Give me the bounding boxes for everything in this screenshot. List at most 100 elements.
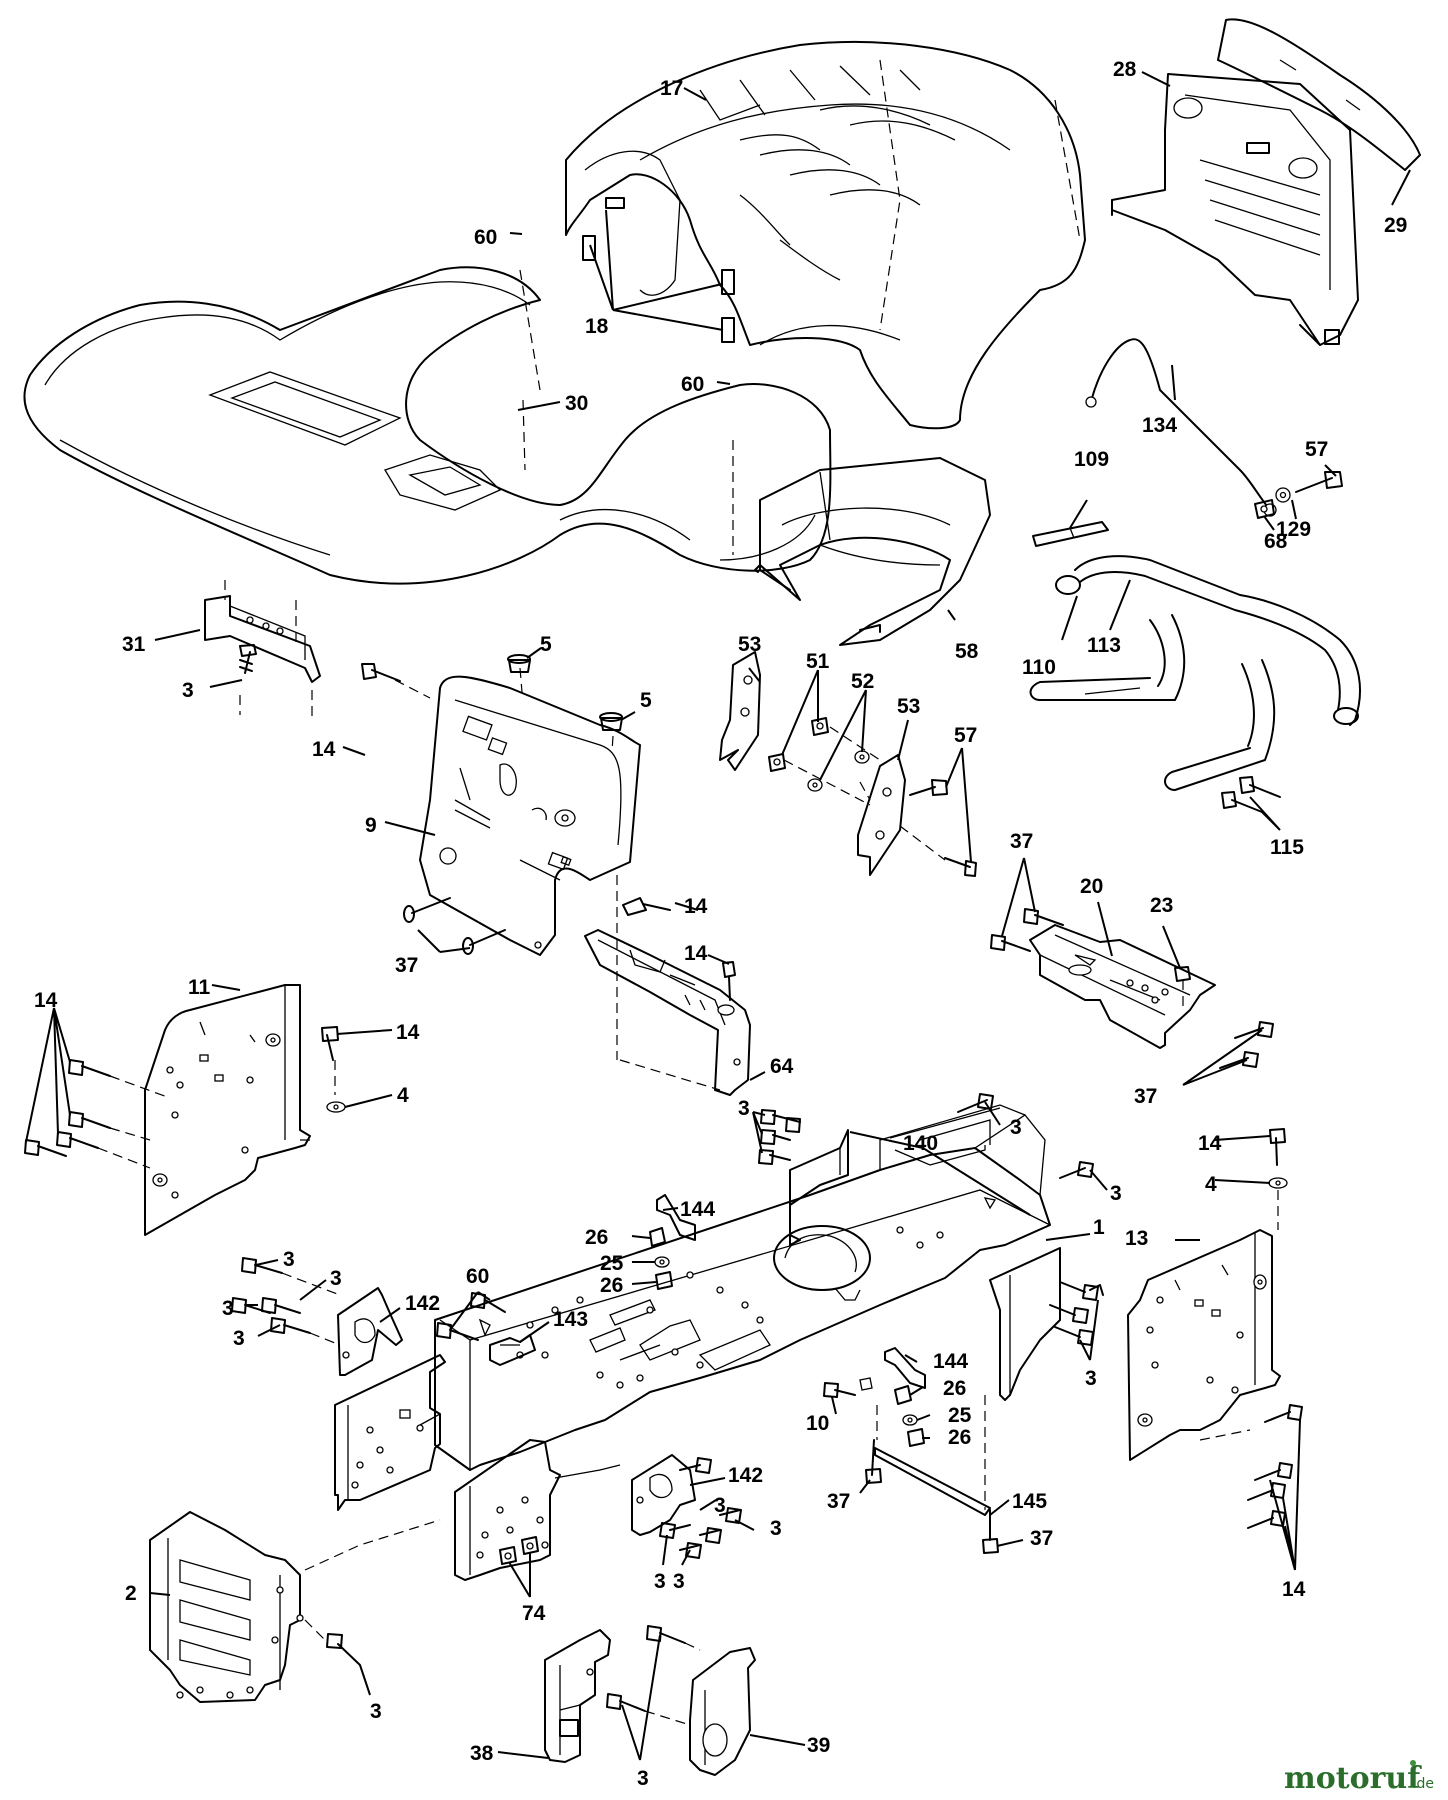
bracket-142-lower-drawing	[631, 1454, 696, 1536]
label-142-upper: 142	[405, 1292, 440, 1315]
label-52: 52	[851, 670, 874, 693]
label-25-a: 25	[600, 1252, 624, 1275]
dash-screws-drawing	[403, 897, 506, 955]
label-14-right-panel: 14	[1198, 1132, 1222, 1155]
label-4-left: 4	[397, 1084, 409, 1107]
label-134: 134	[1142, 414, 1177, 437]
hitch-right-drawing	[689, 1647, 756, 1776]
label-60-bolts: 60	[466, 1265, 489, 1288]
label-110: 110	[1022, 656, 1056, 679]
label-3-frame-right: 3	[1110, 1182, 1122, 1205]
watermark-dot	[1410, 1760, 1416, 1766]
label-37-dash: 37	[395, 954, 418, 977]
label-57-upper: 57	[1305, 438, 1328, 461]
frame-side-plate-drawing	[989, 1247, 1061, 1401]
label-3-e: 3	[714, 1494, 726, 1517]
label-9: 9	[365, 814, 377, 837]
label-14-left-group: 14	[34, 989, 58, 1012]
mount-plate-drawing	[1029, 924, 1216, 1049]
dash-support-drawing	[584, 875, 751, 1096]
fender-drawing	[23, 266, 832, 585]
label-3-g: 3	[654, 1570, 666, 1593]
label-58: 58	[955, 640, 979, 663]
label-74: 74	[522, 1602, 546, 1625]
label-23: 23	[1150, 894, 1173, 917]
label-145: 145	[1012, 1490, 1047, 1513]
label-26-c: 26	[943, 1377, 966, 1400]
label-109: 109	[1074, 448, 1109, 471]
frame-rear-left-drawing	[334, 1354, 446, 1511]
label-28: 28	[1113, 58, 1137, 81]
label-143: 143	[553, 1308, 588, 1331]
label-18: 18	[585, 315, 609, 338]
label-14-right-group: 14	[1282, 1578, 1306, 1601]
rear-plate-drawing	[149, 1511, 441, 1703]
label-2: 2	[125, 1582, 137, 1605]
label-3-frame-top: 3	[1010, 1116, 1022, 1139]
label-4-right: 4	[1205, 1173, 1217, 1196]
watermark-tld: .de	[1412, 1776, 1434, 1792]
rod-drawing	[1085, 338, 1277, 517]
label-10: 10	[806, 1412, 829, 1435]
dash-grommets-drawing	[507, 654, 623, 731]
label-3-hitch: 3	[637, 1767, 649, 1790]
label-26-a: 26	[585, 1226, 608, 1249]
label-30: 30	[565, 392, 588, 415]
label-14-dash-side: 14	[684, 895, 708, 918]
label-17: 17	[660, 77, 683, 100]
tube-cap-drawing	[1055, 575, 1081, 595]
label-3-seat: 3	[182, 679, 194, 702]
hood-inserts-drawing	[582, 197, 735, 343]
label-38: 38	[470, 1742, 494, 1765]
label-3-h: 3	[673, 1570, 685, 1593]
label-3-front-group: 3	[738, 1097, 750, 1120]
bracket-142-upper-drawing	[337, 1287, 403, 1376]
label-3-c: 3	[222, 1297, 234, 1320]
label-26-b: 26	[600, 1274, 623, 1297]
side-panel-bolts-drawing	[24, 1059, 171, 1169]
label-26-d: 26	[948, 1426, 971, 1449]
bumper-bolts-drawing	[1221, 776, 1281, 813]
label-31: 31	[122, 633, 146, 656]
panel-bolt-right-drawing	[1268, 1128, 1288, 1230]
hinge-nuts-drawing	[768, 717, 829, 772]
label-5-b: 5	[640, 689, 652, 712]
label-20: 20	[1080, 875, 1103, 898]
strap-drawing	[1032, 521, 1109, 547]
label-25-b: 25	[948, 1404, 972, 1427]
hood-drawing	[565, 41, 1086, 430]
hinge-washers-drawing	[807, 750, 870, 792]
rear-plate-bolt-drawing	[326, 1633, 361, 1666]
label-53-right: 53	[897, 695, 920, 718]
grille-drawing	[1111, 73, 1359, 346]
label-37-b: 37	[1030, 1527, 1053, 1550]
hitch-left-drawing	[544, 1629, 611, 1763]
grille-cap-drawing	[1217, 18, 1421, 171]
label-13: 13	[1125, 1227, 1148, 1250]
label-3-b: 3	[330, 1267, 342, 1290]
label-140: 140	[903, 1132, 938, 1155]
label-68: 68	[1264, 530, 1288, 553]
bracket-143-drawing	[489, 1334, 536, 1366]
label-57-lower: 57	[954, 724, 977, 747]
label-3-rear-left: 3	[283, 1248, 295, 1271]
label-37-mount-bottom: 37	[1134, 1085, 1157, 1108]
panel-bolt-left-drawing	[321, 1026, 346, 1113]
shroud-drawing	[754, 457, 991, 646]
side-panel-right-drawing	[1127, 1229, 1281, 1461]
label-11: 11	[188, 976, 211, 999]
label-60-upper: 60	[474, 226, 497, 249]
seat-bracket-drawing	[204, 580, 321, 720]
label-53-left: 53	[738, 633, 761, 656]
part-labels: 17 28 29 60 18 60 30 134 57 129 68 109 1…	[34, 58, 1407, 1790]
label-14-left-panel: 14	[396, 1021, 420, 1044]
side-panel-left-drawing	[144, 984, 311, 1236]
label-3-f: 3	[770, 1517, 782, 1540]
label-39: 39	[807, 1734, 830, 1757]
small-hardware-drawing	[231, 1093, 1104, 1565]
label-3-right-side: 3	[1085, 1367, 1097, 1390]
label-3-d: 3	[233, 1327, 245, 1350]
label-5-a: 5	[540, 633, 552, 656]
label-3-rear-plate: 3	[370, 1700, 382, 1723]
